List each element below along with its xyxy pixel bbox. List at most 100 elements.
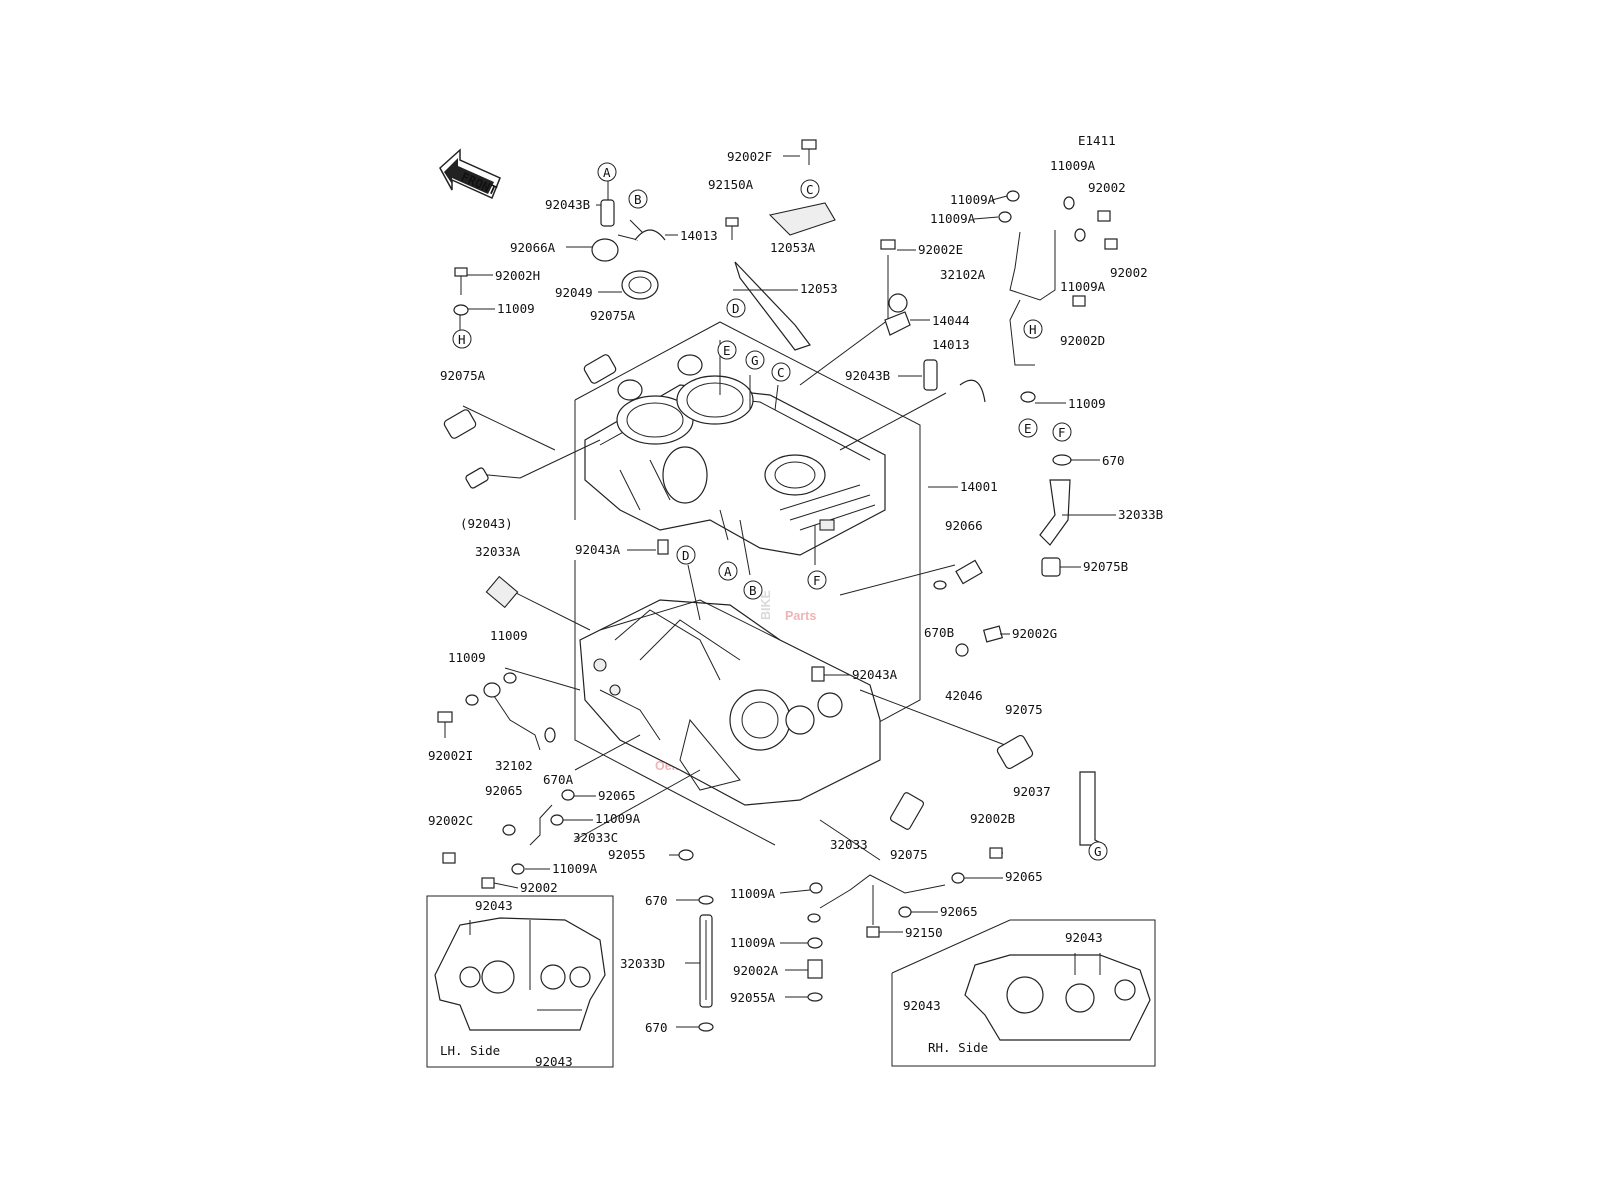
callout-letter: A — [603, 165, 611, 180]
part-label: 14044 — [932, 313, 970, 328]
part-label: 92043 — [535, 1054, 573, 1069]
part-label: 32102A — [940, 267, 986, 282]
upper-crankcase — [584, 354, 886, 556]
part-label: 92002E — [918, 242, 963, 257]
part-label: 11009A — [1050, 158, 1096, 173]
callout-markers: A B C D H E G C H E F A B F D G — [452, 162, 1108, 861]
part-label: 12053A — [770, 240, 816, 255]
front-arrow-icon: FRONT — [439, 148, 501, 200]
part-label: 92043B — [545, 197, 590, 212]
part-label: 92002D — [1060, 333, 1105, 348]
part-label: 11009 — [448, 650, 486, 665]
part-label: 11009 — [497, 301, 535, 316]
part-label: 11009A — [730, 935, 776, 950]
part-label: 670 — [1102, 453, 1125, 468]
part-label: 92002A — [733, 963, 779, 978]
part-label: 92075A — [440, 368, 486, 383]
part-label: 92049 — [555, 285, 593, 300]
part-label: 42046 — [945, 688, 983, 703]
part-labels: 92043B 92066A 92002H 92049 11009 14013 9… — [428, 149, 1163, 1069]
part-label: 92002 — [520, 880, 558, 895]
part-label: 92037 — [1013, 784, 1051, 799]
callout-letter: F — [1058, 425, 1066, 440]
part-label: 670 — [645, 893, 668, 908]
part-label: 32033 — [830, 837, 868, 852]
callout-letter: B — [634, 192, 642, 207]
part-label: 92043 — [1065, 930, 1103, 945]
part-label: 92002I — [428, 748, 473, 763]
part-label: 92065 — [1005, 869, 1043, 884]
part-label: 32033C — [573, 830, 618, 845]
label-leaders — [467, 155, 1116, 1028]
watermark-text: BIKE — [759, 590, 773, 620]
part-label: 92043A — [852, 667, 898, 682]
part-label: 32102 — [495, 758, 533, 773]
part-label: 670A — [543, 772, 574, 787]
leader-lines — [459, 175, 1006, 861]
part-label: 14013 — [932, 337, 970, 352]
small-parts — [437, 139, 1118, 1032]
diagram-code: E1411 — [1078, 133, 1116, 148]
callout-letter: C — [806, 182, 814, 197]
part-label: 32033A — [475, 544, 521, 559]
part-label: 92075 — [1005, 702, 1043, 717]
part-label: 11009A — [595, 811, 641, 826]
part-label: 32033D — [620, 956, 665, 971]
part-label: 92150 — [905, 925, 943, 940]
callout-letter: F — [813, 573, 821, 588]
part-label: 670 — [645, 1020, 668, 1035]
callout-letter: G — [1094, 844, 1102, 859]
part-label: 11009A — [552, 861, 598, 876]
lower-crankcase — [579, 599, 881, 806]
inset-rh-side — [891, 919, 1156, 1067]
part-label: 92055 — [608, 847, 646, 862]
part-label: 11009 — [490, 628, 528, 643]
callout-letter: H — [1029, 322, 1037, 337]
part-label: 92002B — [970, 811, 1015, 826]
part-label: 92002 — [1110, 265, 1148, 280]
part-label: 11009A — [1060, 279, 1106, 294]
part-label: 92043B — [845, 368, 890, 383]
part-label: 92002C — [428, 813, 473, 828]
inset-label-rh: RH. Side — [928, 1040, 988, 1055]
callout-letter: D — [732, 301, 740, 316]
part-label: 11009A — [730, 886, 776, 901]
part-label: 11009A — [930, 211, 976, 226]
part-label: 92002G — [1012, 626, 1057, 641]
part-label: 14013 — [680, 228, 718, 243]
part-label: 92002F — [727, 149, 772, 164]
callout-letter: G — [751, 353, 759, 368]
callout-letter: A — [724, 564, 732, 579]
part-label: 92065 — [598, 788, 636, 803]
part-label: 92065 — [940, 904, 978, 919]
callout-letter: B — [749, 583, 757, 598]
callout-letter: E — [723, 343, 731, 358]
part-label: 92002 — [1088, 180, 1126, 195]
inset-lh-side — [426, 895, 614, 1068]
part-label: 92075A — [590, 308, 636, 323]
callout-letter: H — [458, 332, 466, 347]
part-label: 11009 — [1068, 396, 1106, 411]
part-label: 92002H — [495, 268, 540, 283]
watermark-text: Parts — [785, 609, 816, 623]
part-label: (92043) — [460, 516, 513, 531]
part-label: 92043 — [475, 898, 513, 913]
part-label: 12053 — [800, 281, 838, 296]
part-label: 92075B — [1083, 559, 1128, 574]
part-label: 92066 — [945, 518, 983, 533]
part-label: 11009A — [950, 192, 996, 207]
callout-letter: E — [1024, 421, 1032, 436]
part-label: 92075 — [890, 847, 928, 862]
inset-label-lh: LH. Side — [440, 1043, 500, 1058]
callout-letter: C — [777, 365, 785, 380]
part-label: 92065 — [485, 783, 523, 798]
part-label: 92150A — [708, 177, 754, 192]
part-label: 92055A — [730, 990, 776, 1005]
part-label: 92043A — [575, 542, 621, 557]
part-label: 670B — [924, 625, 954, 640]
part-label: 92043 — [903, 998, 941, 1013]
part-label: 92066A — [510, 240, 556, 255]
part-label: 32033B — [1118, 507, 1163, 522]
